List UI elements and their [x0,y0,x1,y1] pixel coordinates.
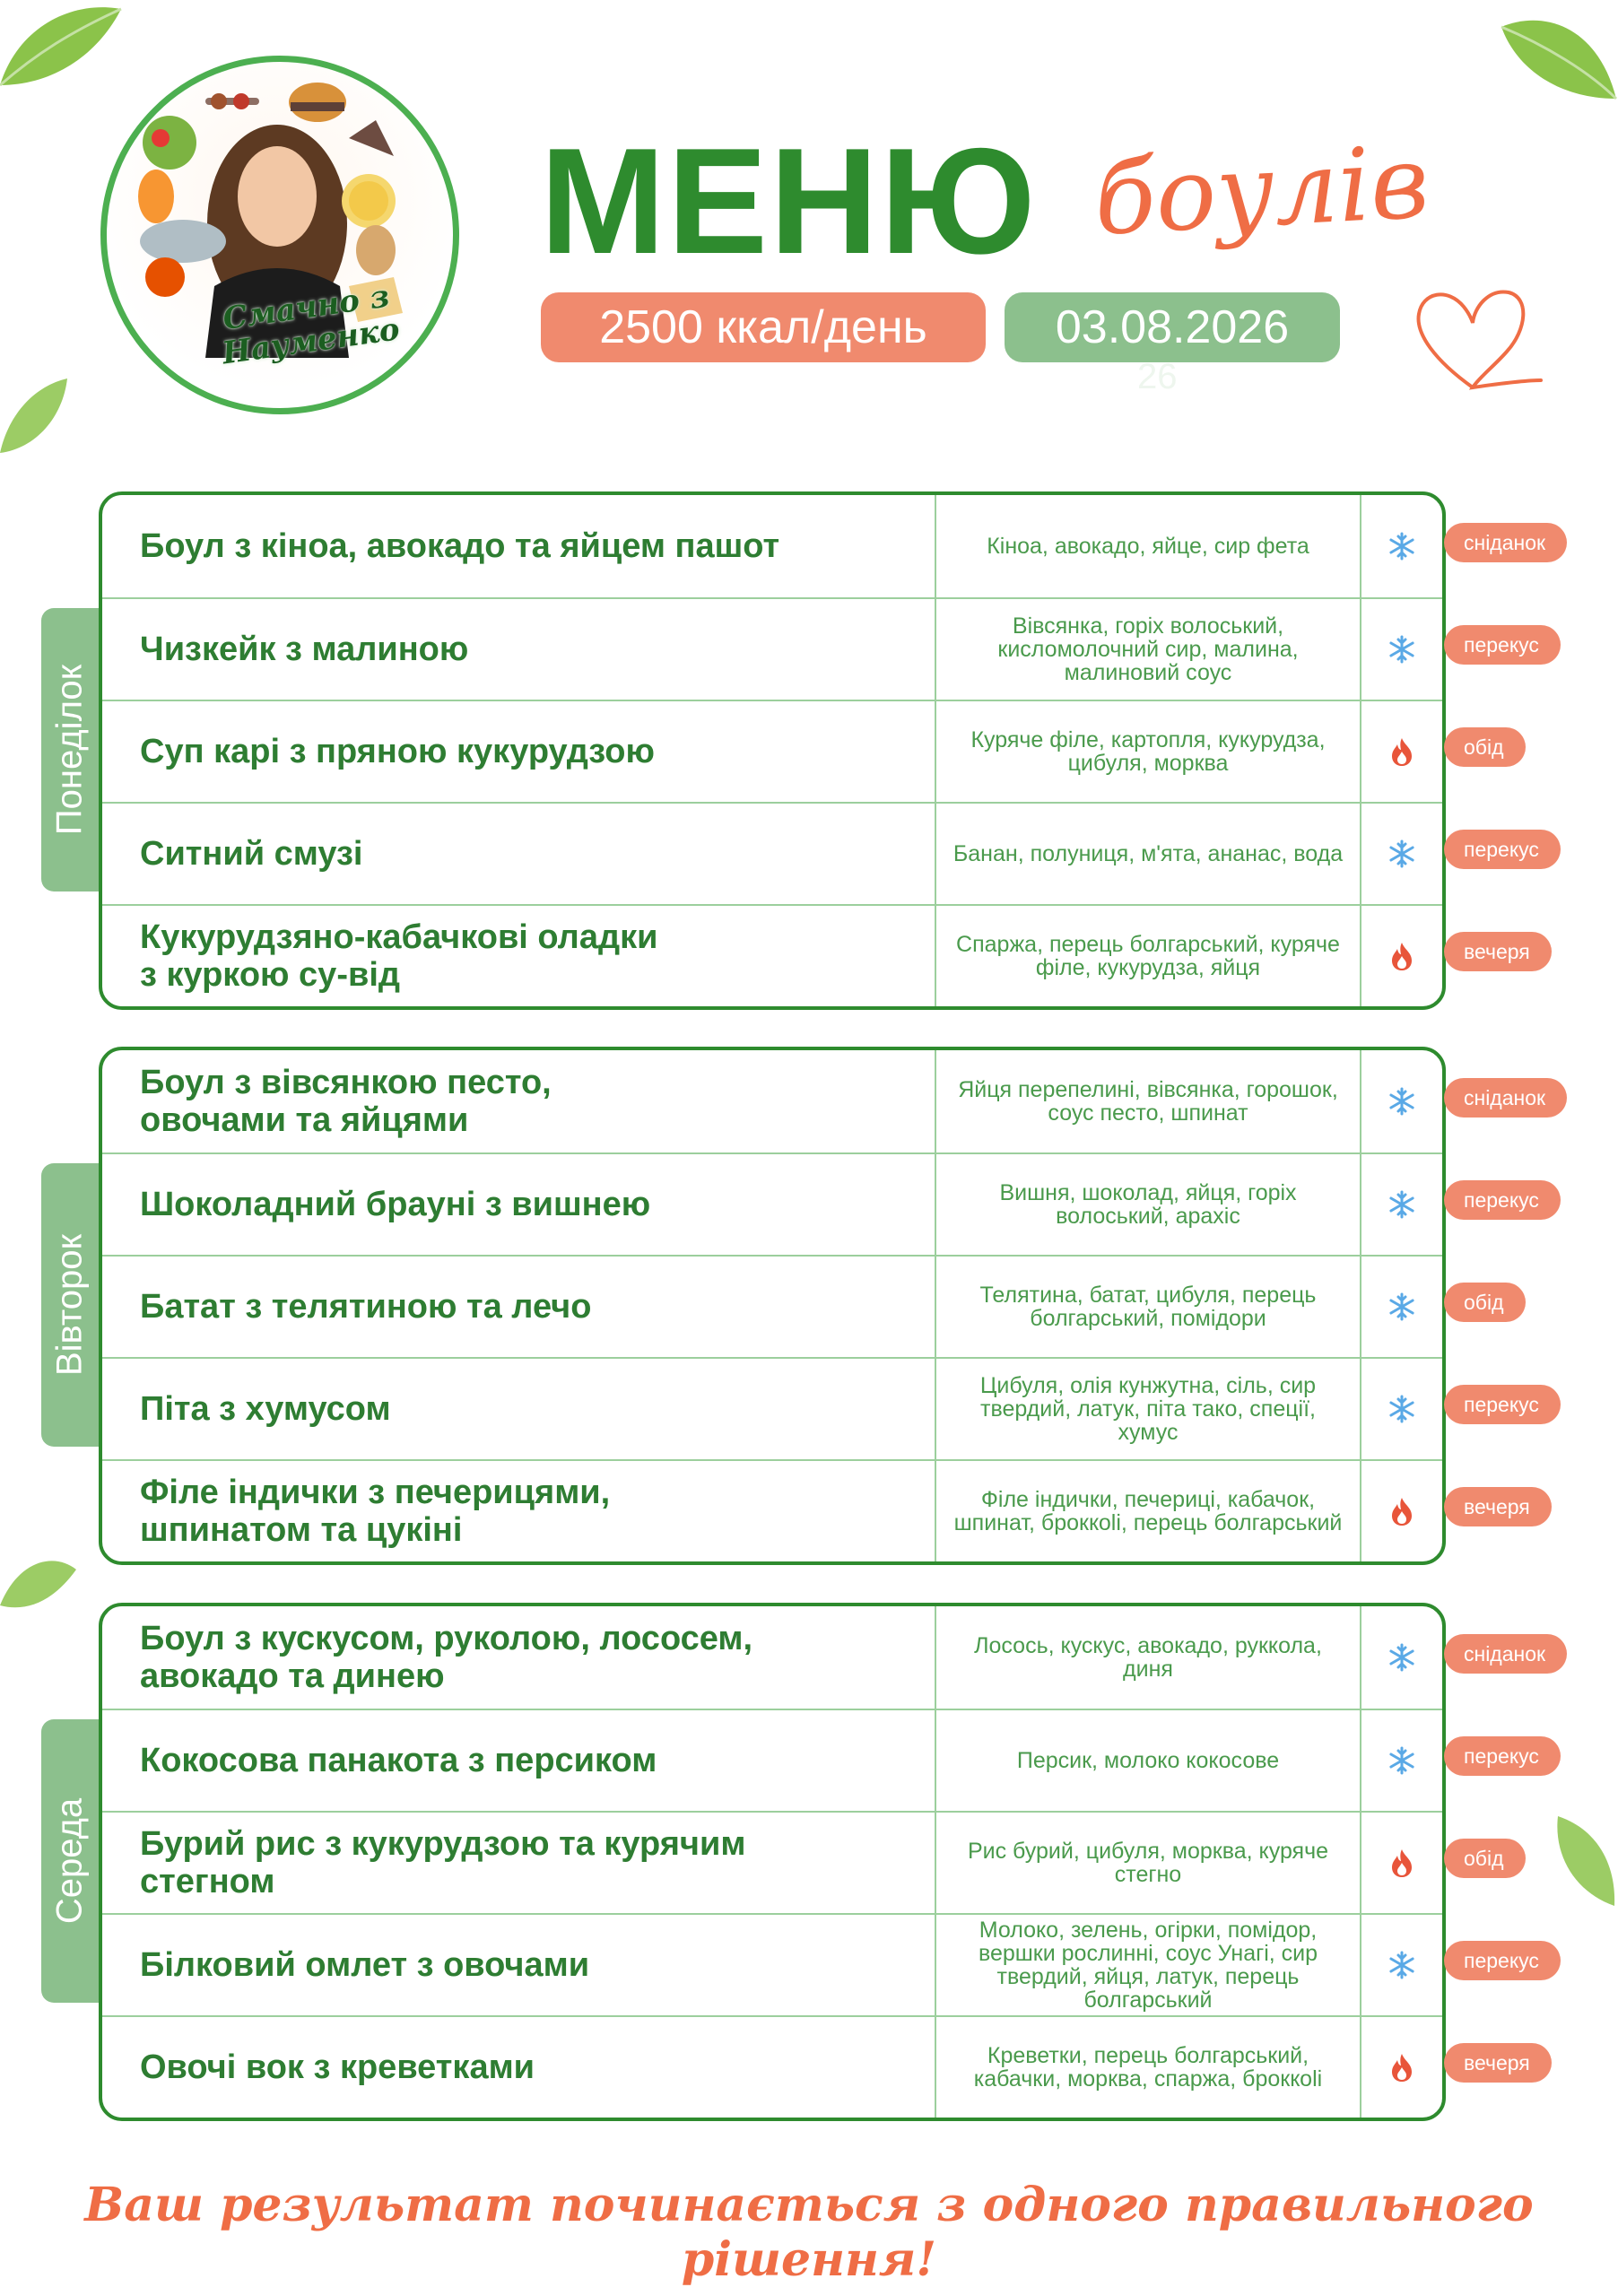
dish-ingredients: Лосось, кускус, авокадо, руккола, диня [936,1606,1361,1709]
leaf-decoration-top-right [1501,20,1618,100]
meal-type-tag: перекус [1444,625,1561,665]
day-label-text: Понеділок [49,664,90,836]
leaf-decoration-top-left [0,7,122,87]
meal-table: Боул з кускусом, руколою, лососем, авока… [99,1603,1446,2121]
day-label: Середа [41,1719,99,2003]
table-row: Філе індички з печерицями, шпинатом та ц… [102,1459,1442,1561]
leaf-decoration-right [1557,1816,1615,1906]
dish-ingredients: Персик, молоко кокосове [936,1710,1361,1811]
dish-name: Боул з кускусом, руколою, лососем, авока… [102,1606,936,1709]
dish-ingredients: Спаржа, перець болгарський, куряче філе,… [936,906,1361,1006]
dish-ingredients: Телятина, батат, цибуля, перець болгарсь… [936,1257,1361,1357]
fire-icon [1361,1813,1442,1913]
snowflake-icon [1361,1606,1442,1709]
brand-logo: Смачно з Науменко [100,56,459,414]
meal-type-tag: вечеря [1444,2043,1552,2083]
day-label-text: Вівторок [49,1233,90,1377]
footer-slogan: Ваш результат починається з одного прави… [84,2178,1534,2287]
snowflake-icon [1361,1915,1442,2015]
dish-name: Білковий омлет з овочами [102,1915,936,2015]
dish-ingredients: Філе індички, печериці, кабачок, шпинат,… [936,1461,1361,1561]
meal-type-tag: перекус [1444,1385,1561,1424]
table-row: Кукурудзяно-кабачкові оладки з куркою су… [102,904,1442,1006]
dish-ingredients: Цибуля, олія кунжутна, сіль, сир твердий… [936,1359,1361,1459]
dish-ingredients: Вівсянка, горіх волоський, кисломолочний… [936,599,1361,700]
meal-type-tag: перекус [1444,1941,1561,1980]
dish-name: Батат з телятиною та лечо [102,1257,936,1357]
dish-ingredients: Молоко, зелень, огірки, помідор, вершки … [936,1915,1361,2015]
dish-ingredients: Яйця перепелині, вівсянка, горошок, соус… [936,1050,1361,1152]
leaf-decoration-mid-left [0,1561,76,1608]
dish-ingredients: Куряче філе, картопля, кукурудза, цибуля… [936,701,1361,802]
calories-badge: 2500 ккал/день [541,292,986,362]
day-label: Понеділок [41,608,99,891]
dish-name: Боул з вівсянкою песто, овочами та яйцям… [102,1050,936,1152]
page-title: МЕНЮ [540,117,1038,285]
meal-type-tag: сніданок [1444,1078,1568,1118]
fire-icon [1361,2017,1442,2118]
dish-name: Філе індички з печерицями, шпинатом та ц… [102,1461,936,1561]
meal-type-tag: перекус [1444,830,1561,869]
table-row: Бурий рис з кукурудзою та курячим стегно… [102,1811,1442,1913]
dish-ingredients: Кіноа, авокадо, яйце, сир фета [936,495,1361,597]
meal-table: Боул з вівсянкою песто, овочами та яйцям… [99,1047,1446,1565]
fire-icon [1361,1461,1442,1561]
meal-type-tag: обід [1444,1283,1526,1322]
snowflake-icon [1361,1710,1442,1811]
meal-type-tag: обід [1444,727,1526,767]
meal-type-tag: сніданок [1444,1634,1568,1674]
snowflake-icon [1361,804,1442,904]
meal-type-tag: перекус [1444,1180,1561,1220]
table-row: Боул з вівсянкою песто, овочами та яйцям… [102,1050,1442,1152]
snowflake-icon [1361,1050,1442,1152]
dish-ingredients: Вишня, шоколад, яйця, горіх волоський, а… [936,1154,1361,1255]
dish-name: Піта з хумусом [102,1359,936,1459]
snowflake-icon [1361,1359,1442,1459]
snowflake-icon [1361,1154,1442,1255]
meal-type-tag: сніданок [1444,523,1568,562]
dish-name: Суп карі з пряною кукурудзою [102,701,936,802]
fire-icon [1361,701,1442,802]
meal-type-tag: вечеря [1444,932,1552,971]
day-label: Вівторок [41,1163,99,1447]
meal-type-tag: перекус [1444,1736,1561,1776]
snowflake-icon [1361,599,1442,700]
date-ghost-text: 26 [1137,357,1178,396]
date-badge: 03.08.2026 [1005,292,1340,362]
dish-name: Кукурудзяно-кабачкові оладки з куркою су… [102,906,936,1006]
heart-icon [1416,290,1543,390]
fire-icon [1361,906,1442,1006]
meal-type-tag: обід [1444,1839,1526,1878]
dish-ingredients: Креветки, перець болгарський, кабачки, м… [936,2017,1361,2118]
table-row: Боул з кускусом, руколою, лососем, авока… [102,1606,1442,1709]
snowflake-icon [1361,1257,1442,1357]
page-subtitle: боулів [1091,124,1432,258]
dish-ingredients: Рис бурий, цибуля, морква, куряче стегно [936,1813,1361,1913]
leaf-decoration-left [0,378,67,453]
dish-name: Чизкейк з малиною [102,599,936,700]
snowflake-icon [1361,495,1442,597]
dish-ingredients: Банан, полуниця, м'ята, ананас, вода [936,804,1361,904]
meal-type-tag: вечеря [1444,1487,1552,1526]
logo-illustration [138,83,403,358]
dish-name: Кокосова панакота з персиком [102,1710,936,1811]
dish-name: Бурий рис з кукурудзою та курячим стегно… [102,1813,936,1913]
dish-name: Овочі вок з креветками [102,2017,936,2118]
dish-name: Ситний смузі [102,804,936,904]
dish-name: Боул з кіноа, авокадо та яйцем пашот [102,495,936,597]
dish-name: Шоколадний брауні з вишнею [102,1154,936,1255]
day-label-text: Середа [49,1797,90,1925]
